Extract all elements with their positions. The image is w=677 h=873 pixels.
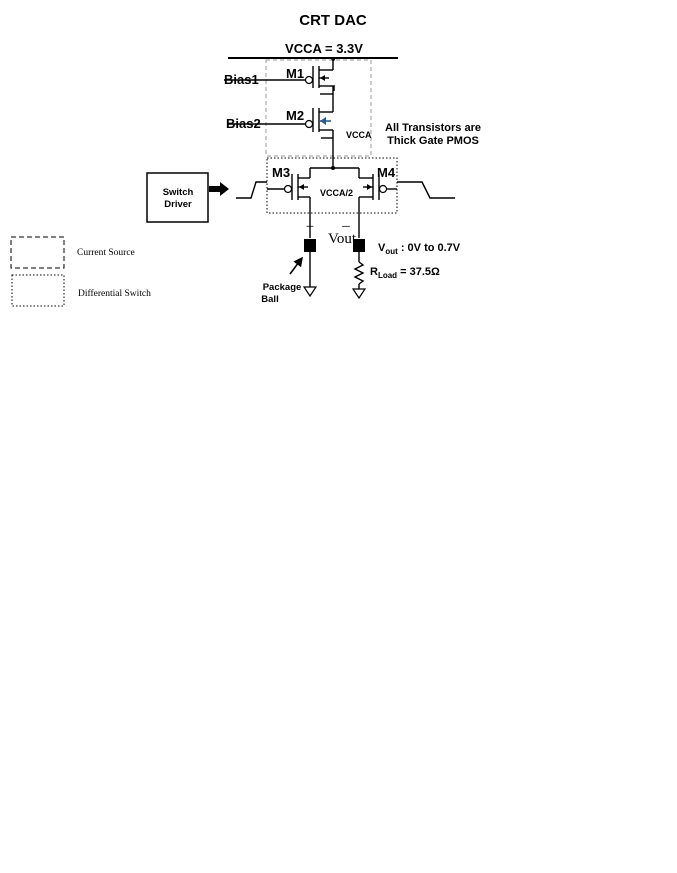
legend-current-source-swatch [10,236,65,269]
m4-input-waveform [397,181,455,199]
package-line2: Ball [261,294,278,305]
note-line1: All Transistors are [385,122,481,134]
bias1-label: Bias1 [224,72,259,87]
resistor-rload-icon [353,261,365,285]
bias2-label: Bias2 [226,116,261,131]
legend-current-source-label: Current Source [77,248,135,258]
m1-label: M1 [286,66,304,81]
m3-input-waveform [236,181,267,199]
m2-label: M2 [286,108,304,123]
vcca-node-label: VCCA [346,130,372,140]
ground-right-icon [351,288,367,300]
m4-label: M4 [377,165,396,180]
switch-driver-box [146,172,209,223]
legend-differential-switch-swatch [11,274,65,307]
ground-left-icon [302,286,318,298]
vout-label: Vout [328,231,357,247]
switch-driver-line2: Driver [164,199,192,210]
package-ball-left [304,239,316,252]
diagram-title: CRT DAC [299,12,367,29]
vcca-half-label: VCCA/2 [320,188,353,198]
package-pointer-arrow [289,256,303,275]
current-source-box [265,59,372,157]
minus-sign: – [341,218,350,234]
rload-label: RLoad = 37.5Ω [370,266,440,280]
m3-label: M3 [272,165,290,180]
plus-sign: + [306,219,314,235]
package-ball-right [353,239,365,252]
transistor-m1 [224,59,334,94]
differential-switch-box [266,157,398,214]
note-line2: Thick Gate PMOS [387,135,479,147]
transistor-m4 [358,174,397,212]
vout-range-label: Vout : 0V to 0.7V [378,242,461,256]
switch-driver-line1: Switch [163,187,194,198]
transistor-m2 [228,108,334,138]
transistor-m3 [267,174,311,212]
supply-label: VCCA = 3.3V [285,41,363,56]
legend-differential-switch-label: Differential Switch [78,288,151,299]
package-line1: Package [263,282,302,293]
driver-output-arrow [209,182,229,196]
